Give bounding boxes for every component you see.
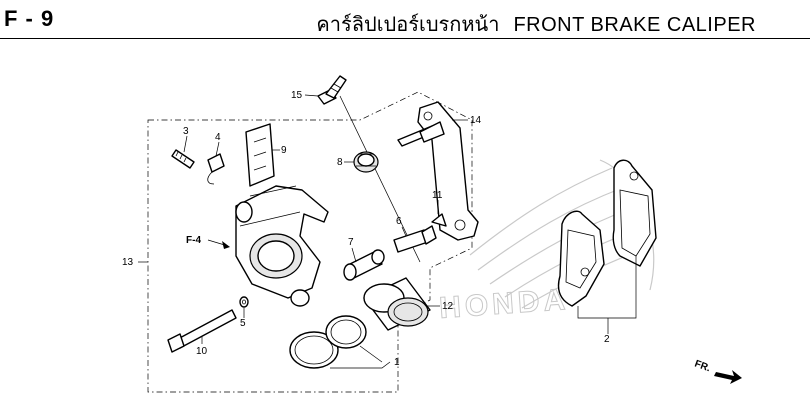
callout-11: 11	[432, 190, 443, 201]
callout-12: 12	[442, 301, 454, 312]
leader-4	[215, 141, 220, 157]
callout-9: 9	[281, 145, 287, 156]
watermark-brand-text: HONDA	[438, 283, 570, 325]
leader-7	[351, 247, 357, 263]
callout-15: 15	[291, 90, 303, 101]
callout-5: 5	[240, 318, 246, 329]
part-5-washer	[239, 296, 249, 308]
part-2-brake-pads	[557, 159, 657, 307]
callout-2: 2	[604, 334, 610, 345]
callout-13: 13	[122, 257, 134, 268]
callout-6: 6	[396, 216, 402, 227]
figure-title: คาร์ลิปเปอร์เบรกหน้า FRONT BRAKE CALIPER	[316, 8, 756, 40]
page-header: F - 9 คาร์ลิปเปอร์เบรกหน้า FRONT BRAKE CA…	[0, 0, 810, 40]
callout-14: 14	[470, 115, 482, 126]
part-14-bracket	[397, 101, 479, 241]
reference-f4: F-4	[186, 235, 230, 249]
caliper-body	[235, 185, 329, 307]
part-12-piston	[363, 277, 431, 331]
callout-3: 3	[183, 126, 189, 137]
part-8-boot	[353, 151, 379, 173]
header-divider	[0, 38, 810, 39]
part-6-pin-bolt	[393, 225, 437, 253]
part-7-pin	[343, 249, 385, 281]
front-direction-label: FR.	[693, 358, 712, 374]
callout-1: 1	[394, 357, 400, 368]
figure-title-thai: คาร์ลิปเปอร์เบรกหน้า	[316, 14, 500, 36]
leader-1	[330, 345, 391, 369]
part-15-bolt	[317, 75, 347, 105]
figure-code: F - 9	[4, 6, 55, 31]
callout-10: 10	[196, 346, 208, 357]
part-9-pad-spring	[245, 123, 275, 187]
callout-8: 8	[337, 157, 343, 168]
figure-title-english: FRONT BRAKE CALIPER	[513, 14, 756, 36]
leader-15-axis	[339, 95, 421, 263]
leader-3	[183, 135, 188, 153]
part-11-clip	[431, 213, 447, 227]
front-arrow-icon	[714, 370, 742, 384]
leader-15	[304, 94, 319, 97]
part-3-bleeder-screw	[171, 149, 195, 169]
leader-2	[577, 256, 637, 319]
callout-7: 7	[348, 237, 354, 248]
leader-6	[401, 226, 407, 237]
part-4-bleeder-cap	[207, 153, 225, 185]
reference-f4-label: F-4	[186, 235, 201, 246]
part-10-slide-pin	[167, 309, 237, 353]
caliper-assembly-boundary	[147, 91, 473, 393]
callout-4: 4	[215, 132, 221, 143]
part-1-seals	[289, 315, 367, 369]
front-direction-indicator: FR.	[693, 358, 742, 384]
